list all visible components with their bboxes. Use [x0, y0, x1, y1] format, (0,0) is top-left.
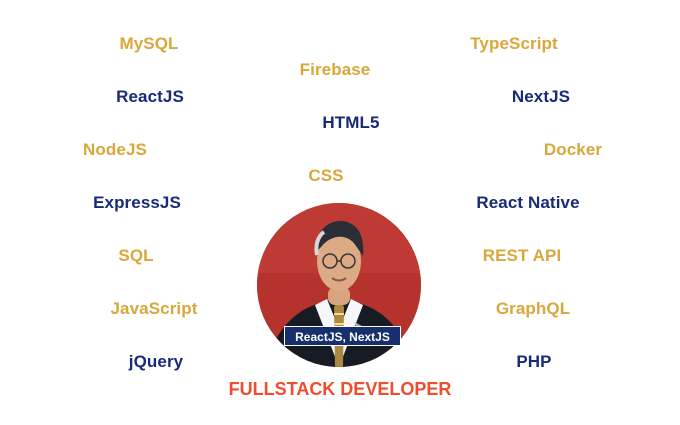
tech-nodejs: NodeJS [83, 140, 147, 159]
tech-javascript: JavaScript [110, 299, 198, 318]
role-title: FULLSTACK DEVELOPER [228, 379, 452, 399]
tech-php: PHP [516, 352, 552, 371]
tech-css: CSS [308, 166, 344, 185]
tech-react-native: React Native [476, 193, 580, 212]
tech-docker: Docker [543, 140, 603, 159]
skill-badge: ReactJS, NextJS [284, 326, 401, 346]
profile-photo [257, 203, 421, 367]
tech-reactjs: ReactJS [116, 87, 184, 106]
tech-graphql: GraphQL [495, 299, 571, 318]
tech-rest-api: REST API [482, 246, 562, 265]
tech-mysql: MySQL [119, 34, 179, 53]
tech-nextjs: NextJS [511, 87, 571, 106]
profile-avatar [257, 203, 421, 367]
tech-firebase: Firebase [299, 60, 371, 79]
tech-sql: SQL [118, 246, 154, 265]
tech-typescript: TypeScript [470, 34, 558, 53]
tech-html5: HTML5 [322, 113, 380, 132]
tech-expressjs: ExpressJS [93, 193, 181, 212]
tech-jquery: jQuery [128, 352, 184, 371]
